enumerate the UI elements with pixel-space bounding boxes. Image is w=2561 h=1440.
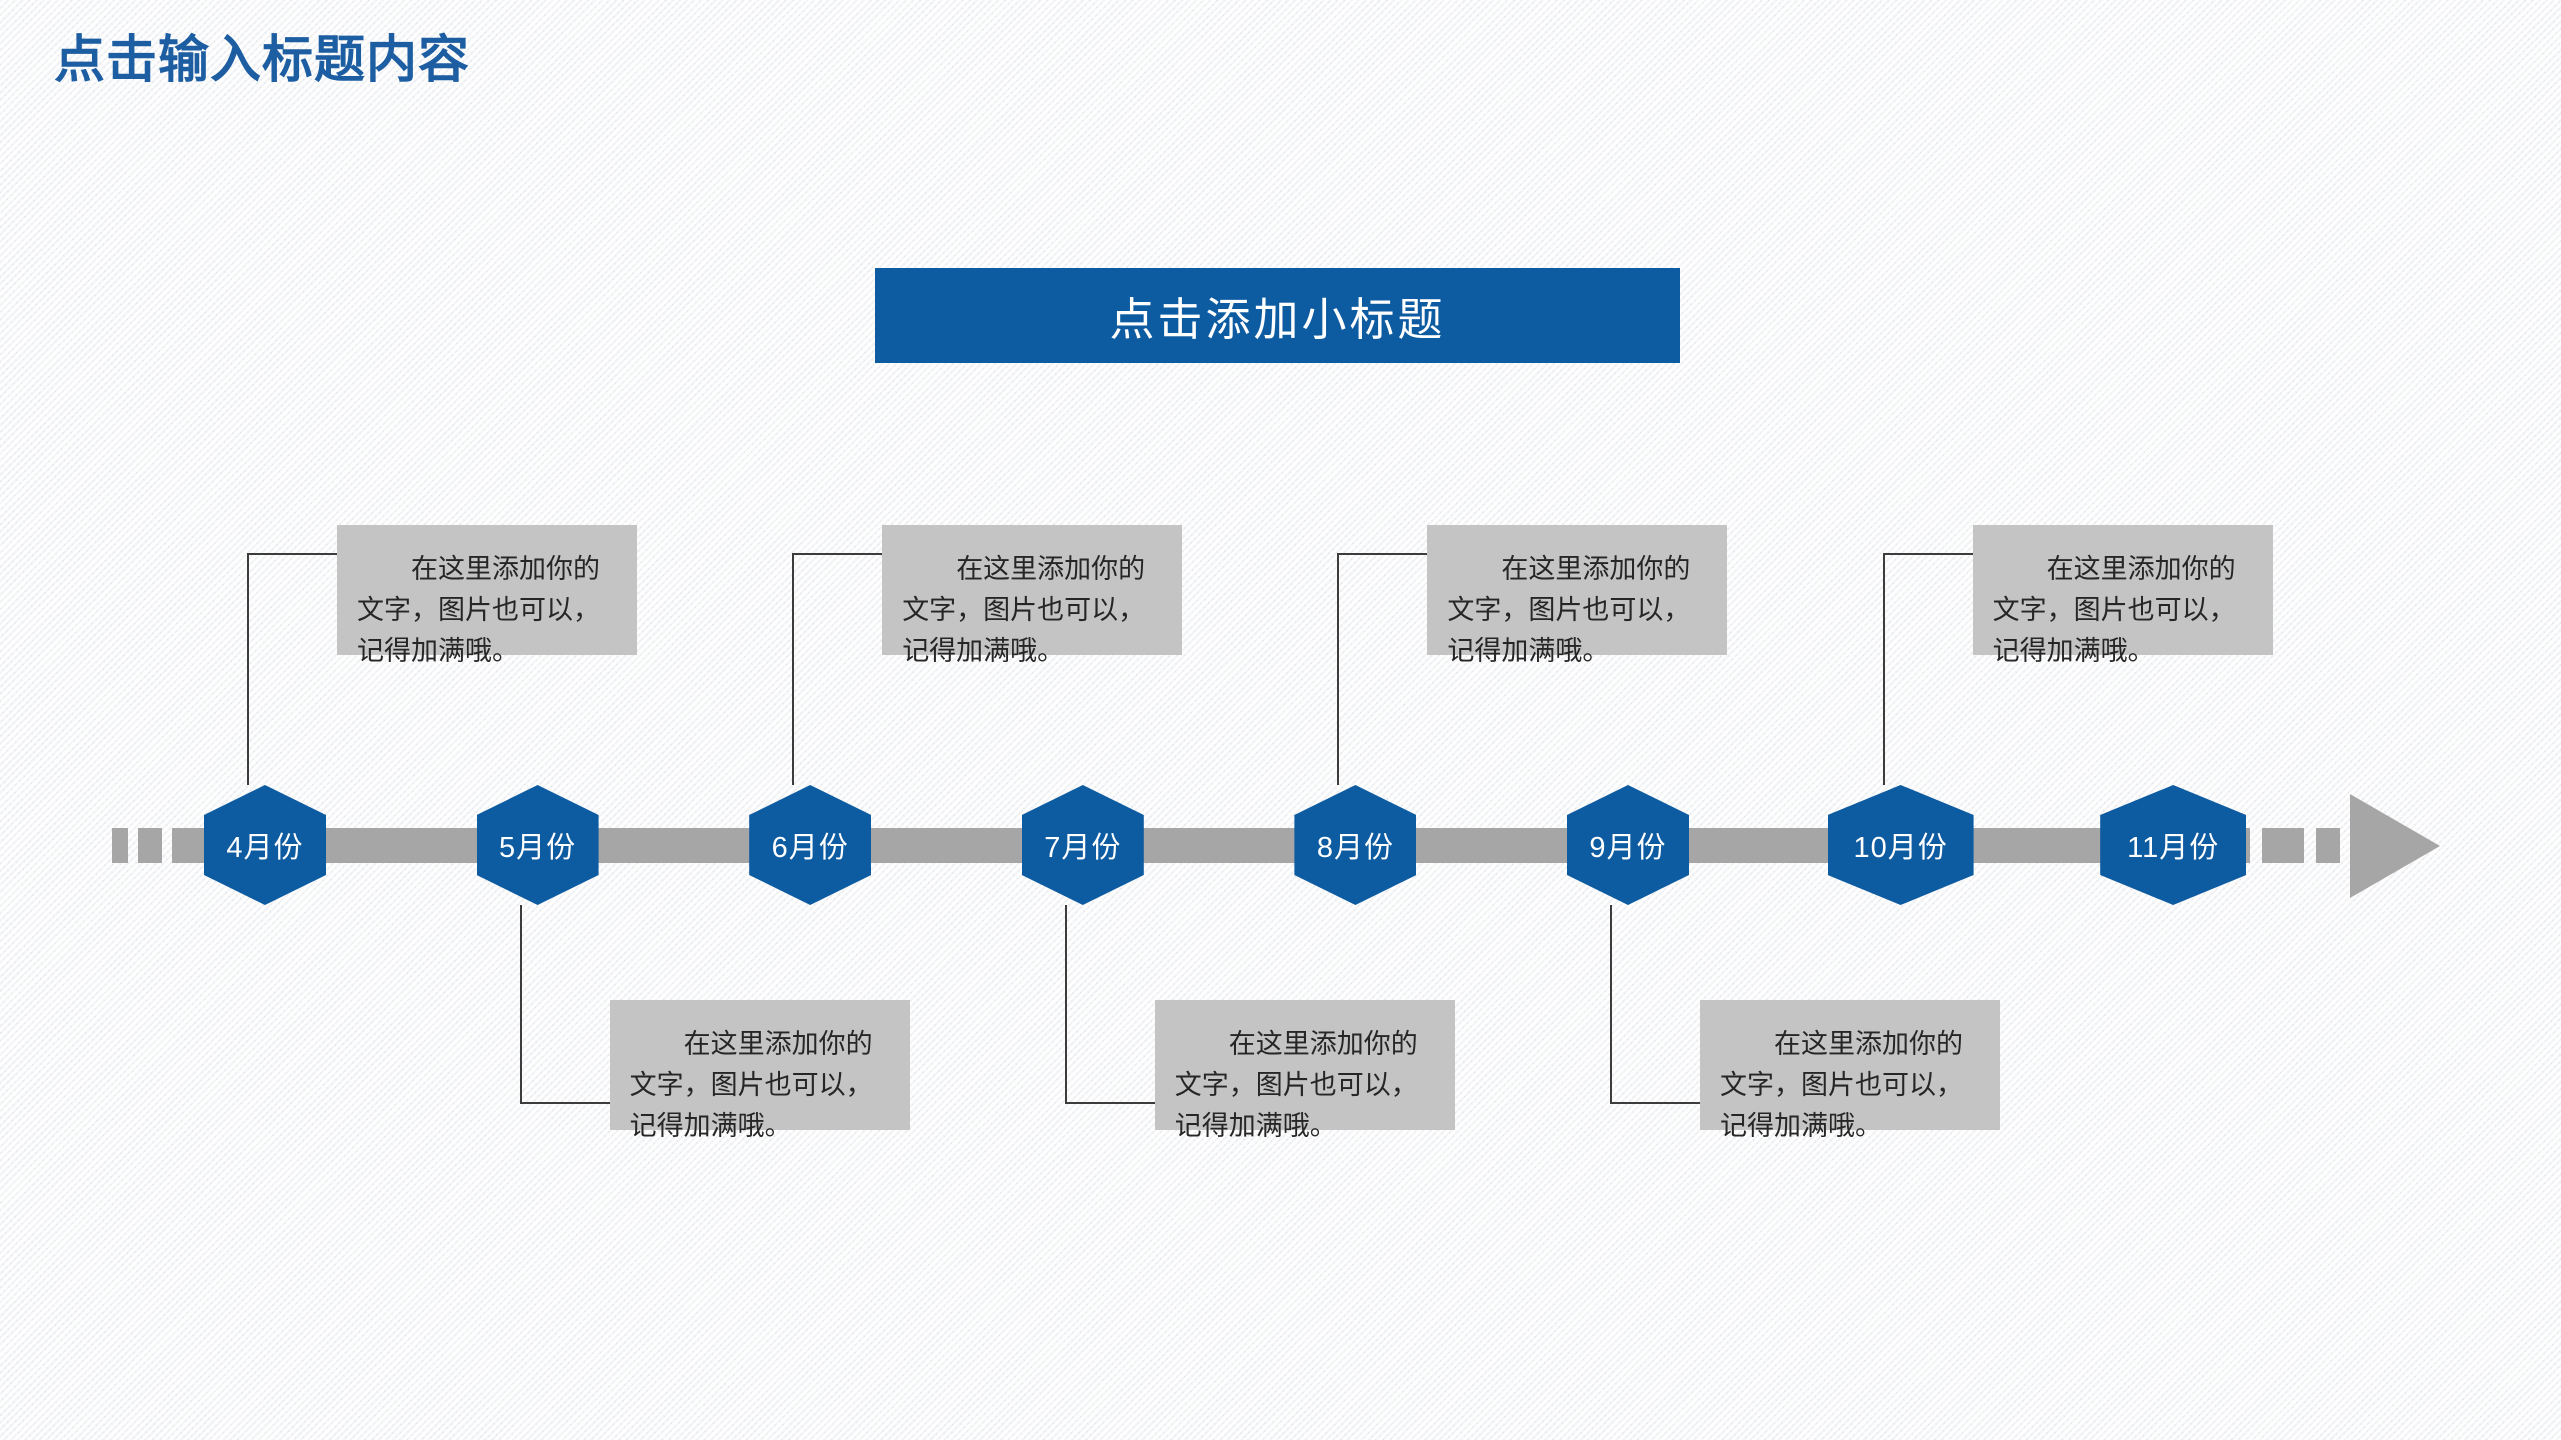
timeline-note-text: 在这里添加你的文字，图片也可以，记得加满哦。	[1174, 1029, 1418, 1141]
timeline-note-text: 在这里添加你的文字，图片也可以，记得加满哦。	[1992, 554, 2236, 666]
timeline-note-5[interactable]: 在这里添加你的文字，图片也可以，记得加满哦。	[1427, 525, 1728, 666]
timeline-connector-horizontal	[1610, 1102, 1700, 1104]
timeline-connector-horizontal	[792, 553, 883, 555]
section-banner-label: 点击添加小标题	[1109, 294, 1446, 345]
axis-dash-2	[138, 828, 162, 863]
axis-dash-5	[2316, 828, 2340, 863]
timeline-note-3[interactable]: 在这里添加你的文字，图片也可以，记得加满哦。	[882, 525, 1183, 666]
timeline-connector-vertical	[1882, 553, 1885, 785]
axis-dash-1	[112, 828, 128, 863]
axis-arrow-icon	[2350, 794, 2440, 898]
timeline-connector-horizontal	[1337, 553, 1428, 555]
timeline-node-6[interactable]: 9月份	[1567, 785, 1689, 905]
timeline-node-4[interactable]: 7月份	[1021, 785, 1144, 905]
timeline-connector-vertical	[792, 553, 795, 785]
timeline-connector-vertical	[519, 905, 522, 1102]
timeline-node-label: 9月份	[1589, 832, 1667, 864]
timeline-node-label: 5月份	[499, 832, 577, 864]
axis-dash-4	[2262, 828, 2304, 863]
timeline-note-text: 在这里添加你的文字，图片也可以，记得加满哦。	[902, 554, 1146, 666]
timeline-node-label: 8月份	[1316, 832, 1394, 864]
timeline-note-text: 在这里添加你的文字，图片也可以，记得加满哦。	[357, 554, 600, 666]
timeline-connector-horizontal	[1882, 553, 1973, 555]
timeline-note-1[interactable]: 在这里添加你的文字，图片也可以，记得加满哦。	[337, 525, 637, 666]
timeline-connector-vertical	[247, 553, 249, 785]
timeline-node-5[interactable]: 8月份	[1294, 785, 1417, 905]
timeline-node-label: 4月份	[226, 832, 304, 864]
timeline-node-label: 6月份	[771, 832, 849, 864]
timeline-connector-horizontal	[1064, 1102, 1155, 1104]
timeline-node-label: 10月份	[1853, 832, 1948, 864]
section-banner: 点击添加小标题	[875, 268, 1680, 363]
timeline-connector-vertical	[1337, 553, 1340, 785]
page-title: 点击输入标题内容	[54, 31, 471, 88]
timeline-note-7[interactable]: 在这里添加你的文字，图片也可以，记得加满哦。	[1972, 525, 2273, 666]
timeline-node-7[interactable]: 10月份	[1827, 785, 1974, 905]
timeline-node-label: 7月份	[1044, 832, 1122, 864]
timeline-note-text: 在这里添加你的文字，图片也可以，记得加满哦。	[1720, 1029, 1963, 1141]
timeline-note-text: 在这里添加你的文字，图片也可以，记得加满哦。	[629, 1029, 873, 1141]
timeline-note-4[interactable]: 在这里添加你的文字，图片也可以，记得加满哦。	[1154, 1000, 1455, 1141]
timeline-note-2[interactable]: 在这里添加你的文字，图片也可以，记得加满哦。	[609, 1000, 910, 1141]
timeline-connector-horizontal	[519, 1102, 610, 1104]
timeline-connector-horizontal	[247, 553, 337, 555]
timeline-note-6[interactable]: 在这里添加你的文字，图片也可以，记得加满哦。	[1700, 1000, 2000, 1141]
timeline-connector-vertical	[1064, 905, 1067, 1102]
timeline-note-text: 在这里添加你的文字，图片也可以，记得加满哦。	[1447, 554, 1691, 666]
timeline-connector-vertical	[1610, 905, 1612, 1102]
timeline-node-label: 11月份	[2127, 832, 2220, 864]
